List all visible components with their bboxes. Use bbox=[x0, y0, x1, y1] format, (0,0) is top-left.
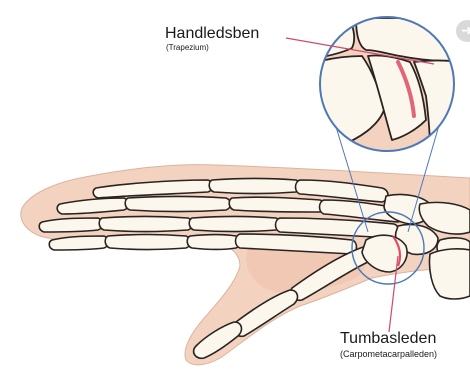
finger-phalanx bbox=[105, 235, 190, 250]
label-top-subtitle: (Trapezium) bbox=[166, 43, 209, 52]
finger-phalanx bbox=[187, 235, 240, 250]
finger-phalanx bbox=[99, 217, 192, 232]
label-top-title: Handledsben bbox=[165, 25, 259, 42]
label-bottom-title: Tumbasleden bbox=[340, 330, 436, 347]
finger-phalanx bbox=[49, 236, 108, 250]
finger-phalanx bbox=[125, 197, 230, 212]
finger-phalanx bbox=[189, 217, 280, 232]
finger-phalanx bbox=[209, 179, 300, 194]
finger-phalanx bbox=[229, 197, 324, 212]
label-bottom-subtitle: (Carpometacarpalleden) bbox=[340, 349, 437, 359]
finger-phalanx bbox=[39, 218, 102, 232]
radius-bone bbox=[429, 249, 470, 299]
